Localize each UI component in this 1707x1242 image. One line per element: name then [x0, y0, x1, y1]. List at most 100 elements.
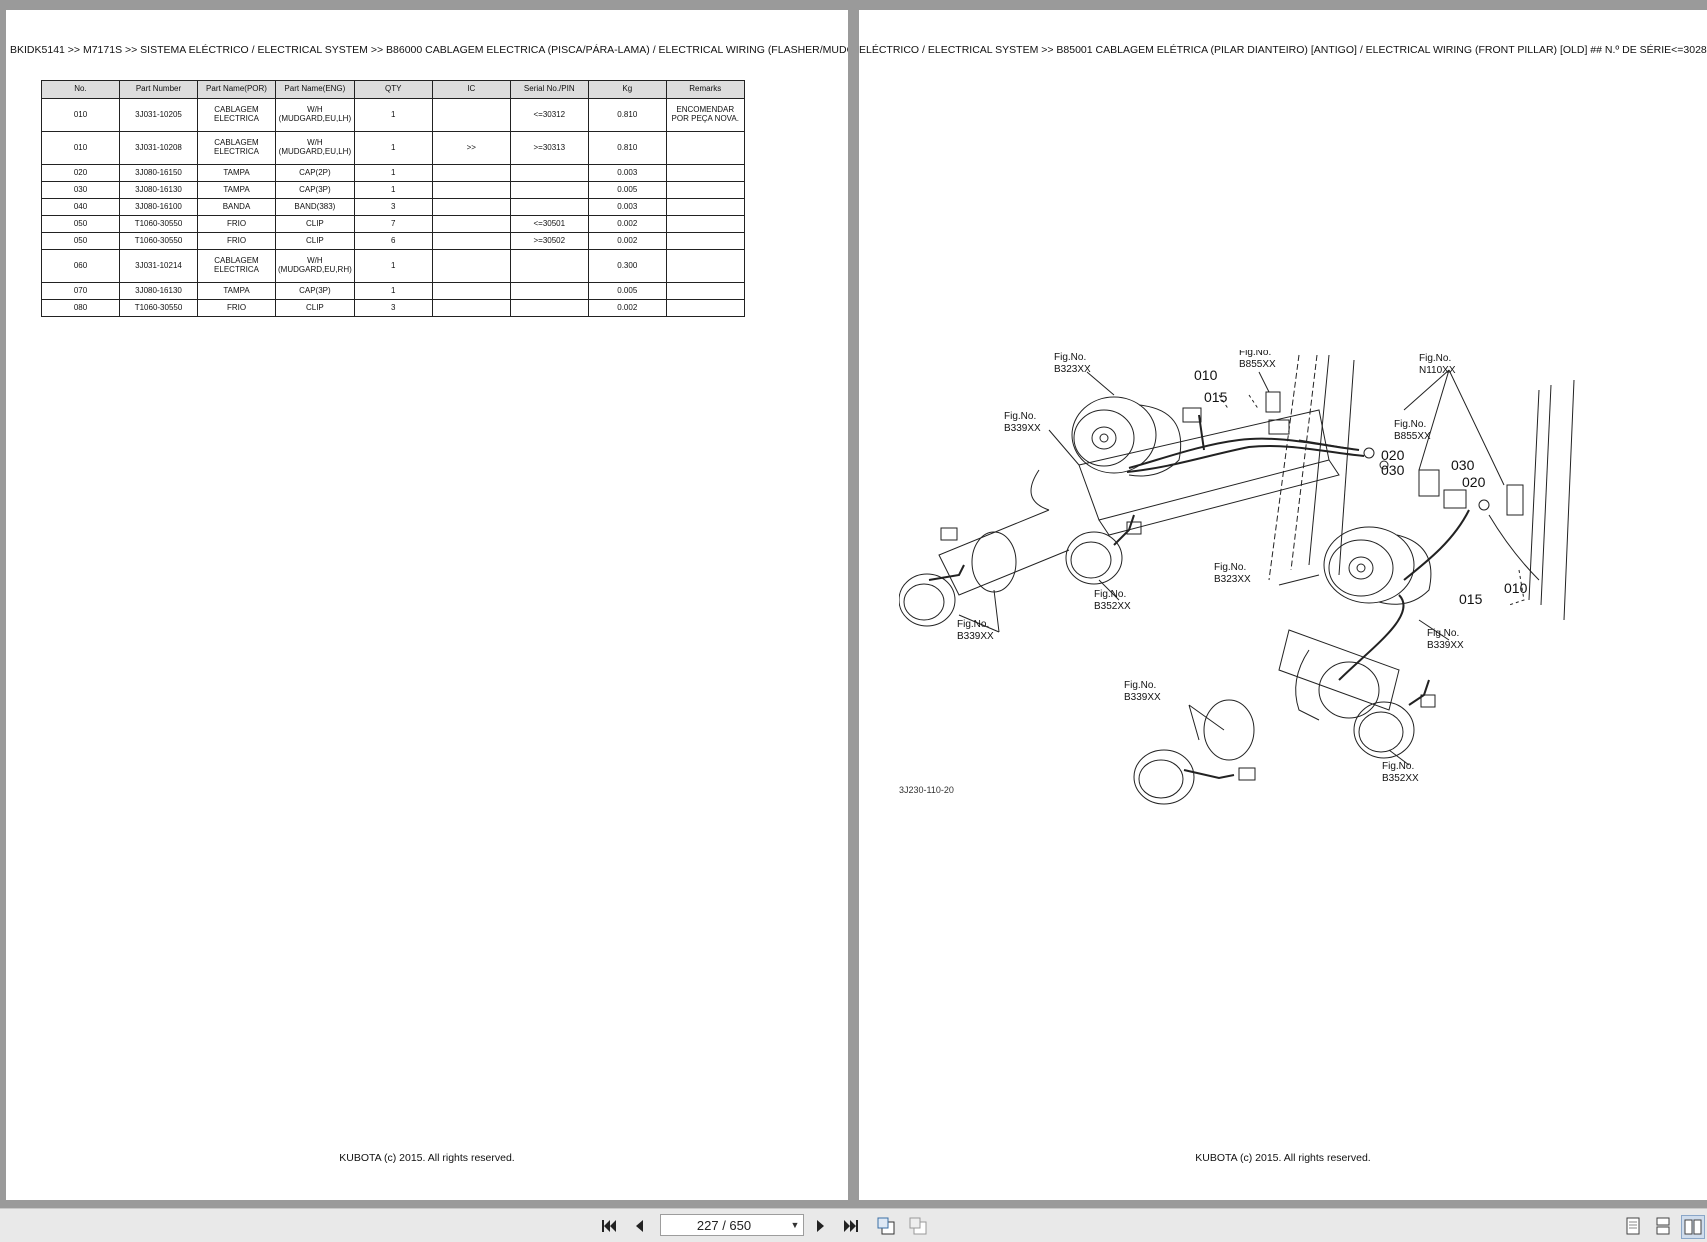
last-page-icon[interactable] [840, 1215, 862, 1237]
table-cell: 0.003 [587, 164, 667, 182]
table-cell: 6 [353, 232, 433, 250]
table-cell: 0.005 [587, 181, 667, 199]
table-cell: 3J080-16130 [119, 181, 198, 199]
table-cell: CLIP [275, 232, 355, 250]
table-cell: 1 [353, 164, 433, 182]
table-cell: FRIO [197, 215, 276, 233]
table-cell: 3J031-10214 [119, 249, 198, 283]
table-cell [509, 181, 589, 199]
table-cell: 3 [353, 299, 433, 317]
table-cell: 020 [41, 164, 120, 182]
table-cell: 1 [353, 131, 433, 165]
column-header: Serial No./PIN [509, 80, 589, 99]
rotate-icon[interactable] [875, 1215, 897, 1237]
table-cell: CAP(2P) [275, 164, 355, 182]
table-cell [431, 98, 511, 132]
fig-label: Fig.No. [1394, 419, 1426, 430]
fig-label: Fig.No. [1382, 761, 1414, 772]
fig-label: Fig.No. [1004, 411, 1036, 422]
fig-label: Fig.No. [1419, 353, 1451, 364]
column-header: Part Number [119, 80, 198, 99]
page-indicator[interactable]: 227 / 650 ▼ [660, 1214, 804, 1236]
fig-ref-b339-left: B339XX [957, 631, 994, 642]
table-cell [431, 232, 511, 250]
first-page-icon[interactable] [598, 1215, 620, 1237]
left-page-footer: KUBOTA (c) 2015. All rights reserved. [339, 1152, 515, 1164]
table-cell [509, 299, 589, 317]
fig-ref-n110: N110XX [1419, 365, 1456, 376]
snapshot-icon[interactable] [907, 1215, 929, 1237]
table-cell: 7 [353, 215, 433, 233]
table-cell [509, 198, 589, 216]
table-cell: T1060-30550 [119, 232, 198, 250]
fig-label: Fig.No. [957, 619, 989, 630]
fig-ref-b339-right: B339XX [1427, 640, 1464, 651]
single-page-icon[interactable] [1622, 1215, 1644, 1237]
table-cell [431, 164, 511, 182]
table-cell [665, 198, 745, 216]
table-cell: CLIP [275, 215, 355, 233]
fig-ref-b352-upper: B352XX [1094, 601, 1131, 612]
table-cell [431, 215, 511, 233]
table-cell: 1 [353, 282, 433, 300]
table-cell: CABLAGEM ELECTRICA [197, 131, 276, 165]
drawing-reference: 3J230-110-20 [899, 785, 954, 795]
table-cell: CABLAGEM ELECTRICA [197, 98, 276, 132]
left-page: BKIDK5141 >> M7171S >> SISTEMA ELÉCTRICO… [6, 10, 848, 1200]
table-cell [665, 164, 745, 182]
table-cell: 0.002 [587, 232, 667, 250]
right-page: ELÉCTRICO / ELECTRICAL SYSTEM >> B85001 … [859, 10, 1707, 1200]
callout-030-right: 030 [1451, 457, 1475, 473]
table-cell [431, 198, 511, 216]
fig-ref-b855-upper: B855XX [1239, 359, 1276, 370]
table-cell: 050 [41, 232, 120, 250]
table-cell [509, 282, 589, 300]
table-cell: >=30313 [509, 131, 589, 165]
column-header: IC [431, 80, 511, 99]
column-header: No. [41, 80, 120, 99]
table-cell: <=30312 [509, 98, 589, 132]
right-page-footer: KUBOTA (c) 2015. All rights reserved. [1195, 1152, 1371, 1164]
column-header: Part Name(ENG) [275, 80, 355, 99]
continuous-icon[interactable] [1652, 1215, 1674, 1237]
table-cell: FRIO [197, 232, 276, 250]
table-cell: TAMPA [197, 181, 276, 199]
fig-label: Fig.No. [1124, 680, 1156, 691]
table-cell: 040 [41, 198, 120, 216]
table-cell: BAND(383) [275, 198, 355, 216]
chevron-down-icon[interactable]: ▼ [790, 1220, 800, 1230]
table-cell: CAP(3P) [275, 282, 355, 300]
table-cell: T1060-30550 [119, 215, 198, 233]
prev-page-icon[interactable] [628, 1215, 650, 1237]
table-cell: CLIP [275, 299, 355, 317]
two-page-icon[interactable] [1681, 1215, 1705, 1239]
callout-010-lower: 010 [1504, 580, 1528, 596]
table-cell: ENCOMENDAR POR PEÇA NOVA. [665, 98, 745, 132]
fig-label: Fig.No. [1214, 562, 1246, 573]
table-cell: 060 [41, 249, 120, 283]
next-page-icon[interactable] [810, 1215, 832, 1237]
table-cell [665, 249, 745, 283]
table-cell: TAMPA [197, 164, 276, 182]
table-cell: 3J080-16130 [119, 282, 198, 300]
fig-label: Fig.No. [1054, 352, 1086, 363]
table-cell [665, 282, 745, 300]
table-cell: W/H (MUDGARD,EU,LH) [275, 98, 355, 132]
column-header: Remarks [665, 80, 745, 99]
table-cell [665, 299, 745, 317]
table-cell: 070 [41, 282, 120, 300]
table-cell: BANDA [197, 198, 276, 216]
table-cell [665, 131, 745, 165]
table-cell: T1060-30550 [119, 299, 198, 317]
